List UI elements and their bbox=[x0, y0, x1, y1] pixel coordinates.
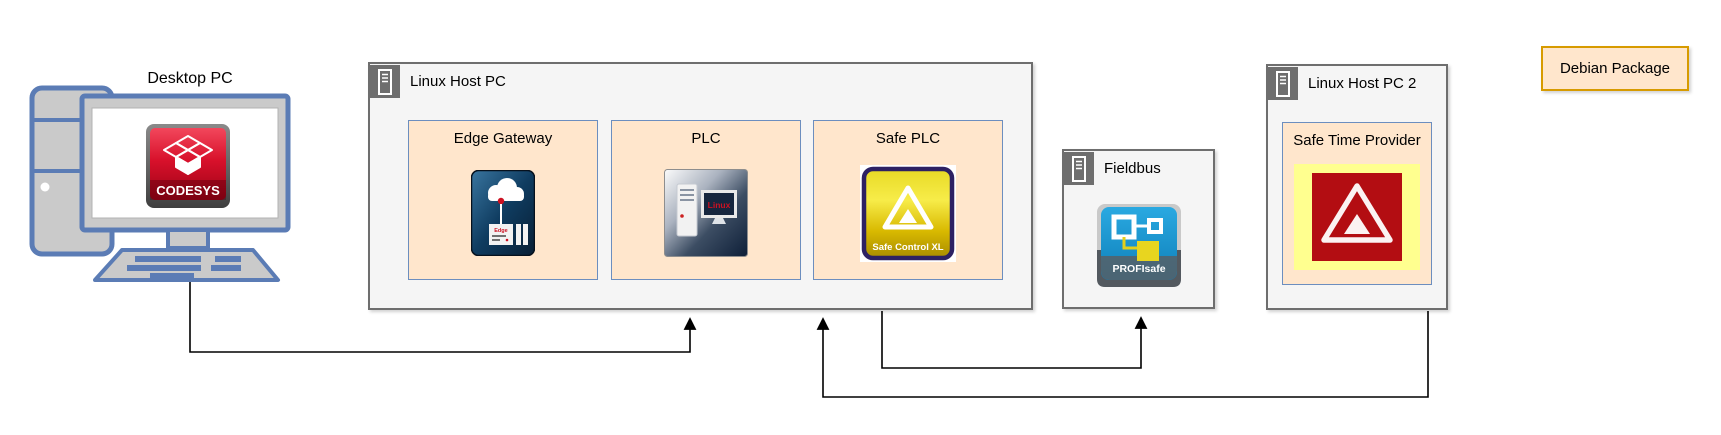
safe-plc-box: Safe PLC Safe Control XL bbox=[813, 120, 1003, 280]
fieldbus-container: Fieldbus PROF bbox=[1062, 149, 1215, 309]
safe-time-provider-label: Safe Time Provider bbox=[1293, 132, 1421, 149]
plc-label: PLC bbox=[691, 130, 721, 147]
linux-host-pc-2-header: Linux Host PC 2 bbox=[1268, 66, 1446, 101]
linux-host-pc-2-title: Linux Host PC 2 bbox=[1308, 75, 1417, 92]
safety-triangle-icon bbox=[882, 185, 934, 229]
plc-monitor-text: Linux bbox=[708, 200, 731, 210]
fieldbus-header: Fieldbus bbox=[1064, 151, 1213, 186]
plc-tower-icon bbox=[676, 183, 698, 237]
profisafe-text: PROFIsafe bbox=[1112, 263, 1165, 275]
keyboard-icon bbox=[93, 228, 280, 282]
server-icon bbox=[370, 65, 400, 98]
desktop-pc-label: Desktop PC bbox=[147, 70, 233, 87]
linux-host-pc-container: Linux Host PC Edge Gateway bbox=[368, 62, 1033, 310]
cloud-icon bbox=[488, 178, 524, 201]
safe-control-xl-text: Safe Control XL bbox=[872, 242, 943, 253]
warning-triangle-icon bbox=[1321, 182, 1393, 243]
safe-control-xl-icon: Safe Control XL bbox=[860, 164, 956, 262]
server-icon bbox=[1268, 67, 1298, 100]
edge-device-text: Edge bbox=[494, 228, 507, 234]
edge-gateway-label: Edge Gateway bbox=[453, 130, 553, 147]
connector-linuxhostpc-to-fieldbus bbox=[881, 311, 1148, 369]
linux-host-pc-2-container: Linux Host PC 2 Safe Time Provider bbox=[1266, 64, 1448, 310]
debian-package-label: Debian Package bbox=[1559, 60, 1671, 77]
profisafe-icon: PROFIsafe bbox=[1096, 203, 1181, 287]
safe-time-provider-icon bbox=[1294, 163, 1420, 270]
codesys-logo-icon: CODESYS bbox=[146, 124, 230, 208]
safe-plc-label: Safe PLC bbox=[875, 130, 941, 147]
plc-icon: Linux bbox=[664, 169, 748, 257]
desktop-pc-illustration: CODESYS bbox=[29, 85, 291, 282]
linux-host-pc-title: Linux Host PC bbox=[410, 73, 506, 90]
safe-time-provider-box: Safe Time Provider bbox=[1282, 122, 1432, 285]
warning-square-icon bbox=[1312, 172, 1402, 261]
edge-gateway-box: Edge Gateway bbox=[408, 120, 598, 280]
linux-host-pc-header: Linux Host PC bbox=[370, 64, 1031, 99]
fieldbus-title: Fieldbus bbox=[1104, 160, 1161, 177]
plc-box: PLC bbox=[611, 120, 801, 280]
network-nodes-icon bbox=[1111, 214, 1163, 261]
server-icon bbox=[1064, 152, 1094, 185]
connector-linuxhostpc2-to-safeplc bbox=[816, 311, 1429, 398]
codesys-logo-text: CODESYS bbox=[156, 183, 220, 198]
debian-package-legend: Debian Package bbox=[1541, 46, 1689, 91]
edge-device-icon: Edge bbox=[489, 224, 528, 245]
edge-gateway-icon: Edge bbox=[471, 170, 535, 256]
plc-monitor-icon: Linux bbox=[701, 190, 737, 224]
